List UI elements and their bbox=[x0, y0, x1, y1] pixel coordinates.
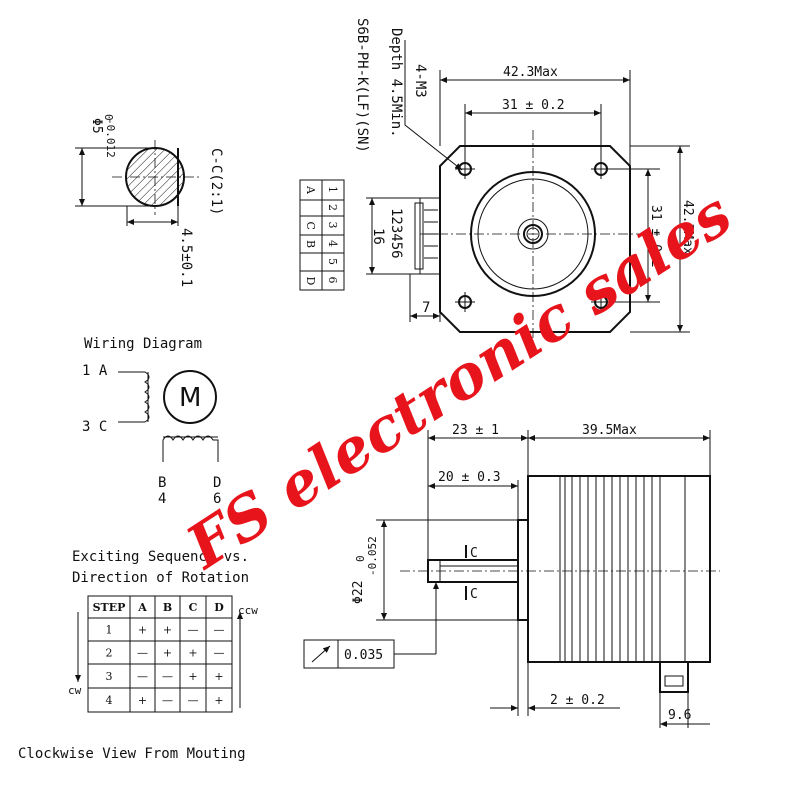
pilot-boss bbox=[517, 519, 529, 621]
sequence-table: Exciting Sequence vs. Direction of Rotat… bbox=[68, 549, 258, 713]
sequence-cell: + bbox=[188, 670, 197, 683]
cw-label: cw bbox=[68, 684, 82, 697]
section-label: C-C(2:1) bbox=[208, 148, 224, 215]
boss-tol-upper: 0 bbox=[354, 555, 367, 562]
motor-flange-outline bbox=[439, 145, 631, 333]
hole-spacing-v-label: 31 ± 0.2 bbox=[648, 205, 663, 268]
pin-letter-D: D bbox=[304, 277, 317, 286]
hole-spacing-label: 31 ± 0.2 bbox=[502, 98, 565, 113]
sequence-header-d: D bbox=[214, 601, 224, 614]
ccw-label: ccw bbox=[238, 604, 258, 617]
coil-bd bbox=[162, 435, 219, 462]
sequence-header-b: B bbox=[163, 601, 172, 614]
motor-body bbox=[527, 475, 711, 663]
lead-4-label: 4 bbox=[158, 491, 166, 507]
pin-number-5: 5 bbox=[326, 258, 339, 265]
connector-offset-label: 7 bbox=[422, 300, 430, 316]
lead-6-label: 6 bbox=[213, 491, 221, 507]
sequence-cell: + bbox=[138, 694, 147, 707]
sequence-header-step: STEP bbox=[93, 601, 126, 614]
sequence-cell: + bbox=[138, 624, 147, 637]
body-len-label: 39.5Max bbox=[582, 423, 637, 438]
side-view: C C 23 ± 1 39.5Max 20 ± 0.3 Φ22 0 -0.052… bbox=[303, 423, 720, 728]
width-max-label: 42.3Max bbox=[503, 65, 558, 80]
connector-len-side-label: 9.6 bbox=[668, 708, 691, 723]
sequence-cell: — bbox=[137, 670, 148, 683]
sequence-title-1: Exciting Sequence vs. bbox=[72, 549, 249, 565]
pin-number-3: 3 bbox=[326, 222, 339, 229]
sequence-cell: — bbox=[162, 694, 173, 707]
sequence-cell: 3 bbox=[106, 670, 113, 683]
boss-dia-label: Φ22 bbox=[351, 581, 366, 604]
pin-number-1: 1 bbox=[326, 186, 339, 193]
sequence-cell: + bbox=[163, 624, 172, 637]
pin-letter-A: A bbox=[304, 185, 317, 195]
boss-tol-lower: -0.052 bbox=[366, 536, 379, 576]
sequence-cell: — bbox=[214, 647, 225, 660]
front-view: 42.3Max 31 ± 0.2 42.3Max 31 ± 0.2 bbox=[420, 65, 695, 345]
shaft-tol-lower: -0.012 bbox=[104, 118, 117, 158]
footer-caption: Clockwise View From Mouting bbox=[18, 746, 246, 762]
lead-b-label: B bbox=[158, 475, 166, 491]
sequence-cell: — bbox=[214, 624, 225, 637]
sequence-cell: 4 bbox=[106, 694, 113, 707]
sequence-cell: — bbox=[162, 670, 173, 683]
lead-d-label: D bbox=[213, 475, 221, 491]
runout-label: 0.035 bbox=[344, 648, 383, 663]
pin-number-2: 2 bbox=[326, 204, 339, 211]
pin-number-6: 6 bbox=[326, 277, 339, 284]
pin-letter-C: C bbox=[304, 222, 317, 230]
wiring-title: Wiring Diagram bbox=[84, 336, 202, 352]
motor-symbol bbox=[163, 370, 217, 424]
sequence-cell: — bbox=[137, 647, 148, 660]
sequence-cell: + bbox=[214, 694, 223, 707]
connector: 123456 16 7 bbox=[366, 197, 441, 322]
sequence-cell: + bbox=[214, 670, 223, 683]
wiring-diagram: Wiring Diagram 1 A 3 C M B 4 D 6 bbox=[82, 336, 221, 507]
section-mark-bottom: C bbox=[470, 587, 478, 602]
sequence-cell: 2 bbox=[106, 647, 113, 660]
sequence-header-a: A bbox=[137, 601, 147, 614]
connector-len-label: 16 bbox=[370, 228, 386, 245]
height-max-label: 42.3Max bbox=[680, 200, 695, 255]
pin-number-4: 4 bbox=[326, 240, 339, 247]
boss-height-label: 2 ± 0.2 bbox=[550, 693, 605, 708]
motor-letter: M bbox=[179, 383, 201, 413]
sequence-cell: + bbox=[163, 647, 172, 660]
section-mark-top: C bbox=[470, 546, 478, 561]
flat-dim-label: 4.5±0.1 bbox=[178, 228, 194, 287]
section-view: Φ5 0 -0.012 4.5±0.1 C-C(2:1) bbox=[75, 114, 224, 287]
screw-note-depth: Depth 4.5Min. bbox=[388, 28, 404, 138]
watermark-text: FS electronic sales bbox=[173, 179, 744, 584]
shaft-dia-label: Φ5 bbox=[89, 118, 104, 134]
connector-note: S6B-PH-K(LF)(SN) bbox=[354, 18, 370, 153]
flat-len-label: 20 ± 0.3 bbox=[438, 470, 501, 485]
lead-3c-label: 3 C bbox=[82, 419, 107, 435]
sequence-title-2: Direction of Rotation bbox=[72, 570, 249, 586]
pin-table: 1 A 2 3 C 4 B 5 6 D bbox=[299, 179, 345, 291]
coil-ac bbox=[118, 371, 150, 423]
shaft-len-label: 23 ± 1 bbox=[452, 423, 499, 438]
sequence-cell: — bbox=[188, 694, 199, 707]
sequence-cell: + bbox=[188, 647, 197, 660]
shaft-tol-upper: 0 bbox=[102, 114, 115, 121]
lead-1a-label: 1 A bbox=[82, 363, 108, 379]
sequence-cell: 1 bbox=[106, 624, 113, 637]
screw-note-thread: 4-M3 bbox=[412, 64, 428, 98]
sequence-cell: — bbox=[188, 624, 199, 637]
connector-pins-label: 123456 bbox=[388, 208, 404, 259]
pin-letter-B: B bbox=[304, 240, 317, 248]
sequence-header-c: C bbox=[189, 601, 198, 614]
